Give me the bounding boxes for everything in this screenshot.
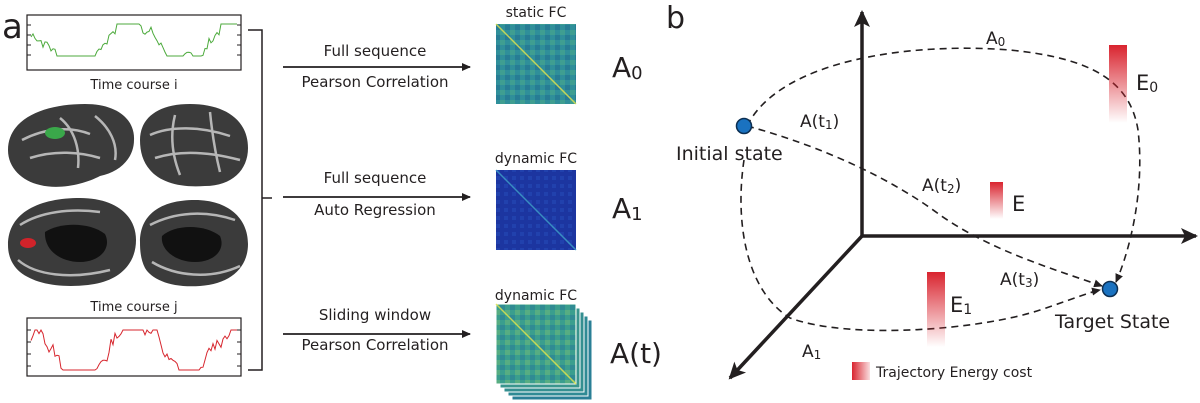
label-at3: A(t3)	[1000, 270, 1039, 290]
time-course-i-plot	[26, 14, 242, 71]
label-a1: A1	[612, 192, 643, 225]
panel-a-letter: a	[2, 7, 23, 47]
legend-swatch	[852, 362, 870, 380]
time-course-j-plot	[26, 317, 242, 377]
trajectory-at	[746, 125, 1103, 288]
static-fc-matrix	[495, 23, 577, 105]
panel-b-letter: b	[666, 1, 685, 36]
brain-medial-right-icon	[140, 200, 248, 287]
row0-method-line1: Full sequence	[324, 42, 427, 60]
label-e0: E0	[1136, 71, 1158, 96]
label-a0: A0	[612, 51, 643, 84]
legend-label: Trajectory Energy cost	[875, 365, 1033, 381]
target-state-label: Target State	[1054, 311, 1170, 333]
label-path-a1: A1	[802, 342, 821, 362]
target-state-marker	[1101, 280, 1119, 298]
row1-fc-title: dynamic FC	[495, 151, 577, 167]
time-course-i-label: Time course i	[89, 78, 177, 93]
label-at2: A(t2)	[922, 176, 961, 196]
energy-bar-e0	[1109, 45, 1127, 123]
label-path-a0: A0	[986, 29, 1005, 49]
brain-lateral-right-icon	[140, 104, 248, 187]
time-course-j-label: Time course j	[89, 300, 177, 315]
trajectory-a1	[740, 159, 1101, 332]
energy-bar-e	[990, 182, 1003, 219]
row2-method-line1: Sliding window	[319, 306, 431, 324]
initial-state-marker	[735, 117, 753, 135]
trace-j-line	[30, 328, 237, 371]
label-e1: E1	[950, 293, 972, 318]
axis-depth	[728, 234, 864, 380]
ar-fc-matrix	[495, 169, 577, 251]
row0-fc-title: static FC	[506, 5, 567, 21]
label-e: E	[1012, 192, 1025, 216]
row1-method-line1: Full sequence	[324, 169, 427, 187]
row1-method-line2: Auto Regression	[314, 201, 436, 219]
brain-medial-left-icon	[8, 198, 136, 286]
sliding-window-fc-stack	[495, 303, 593, 401]
trajectory-a0	[746, 47, 1141, 283]
brain-lateral-left-icon	[8, 104, 135, 187]
roi-i-marker	[45, 127, 65, 139]
roi-j-marker	[20, 238, 36, 248]
row2-method-line2: Pearson Correlation	[301, 336, 448, 354]
label-at: A(t)	[610, 337, 662, 370]
energy-bar-e1	[927, 272, 945, 347]
row2-fc-title: dynamic FC	[495, 288, 577, 304]
initial-state-label: Initial state	[676, 143, 783, 165]
group-bracket	[248, 29, 272, 371]
trace-i-line	[30, 23, 237, 57]
row0-method-line2: Pearson Correlation	[301, 73, 448, 91]
label-at1: A(t1)	[800, 112, 839, 132]
